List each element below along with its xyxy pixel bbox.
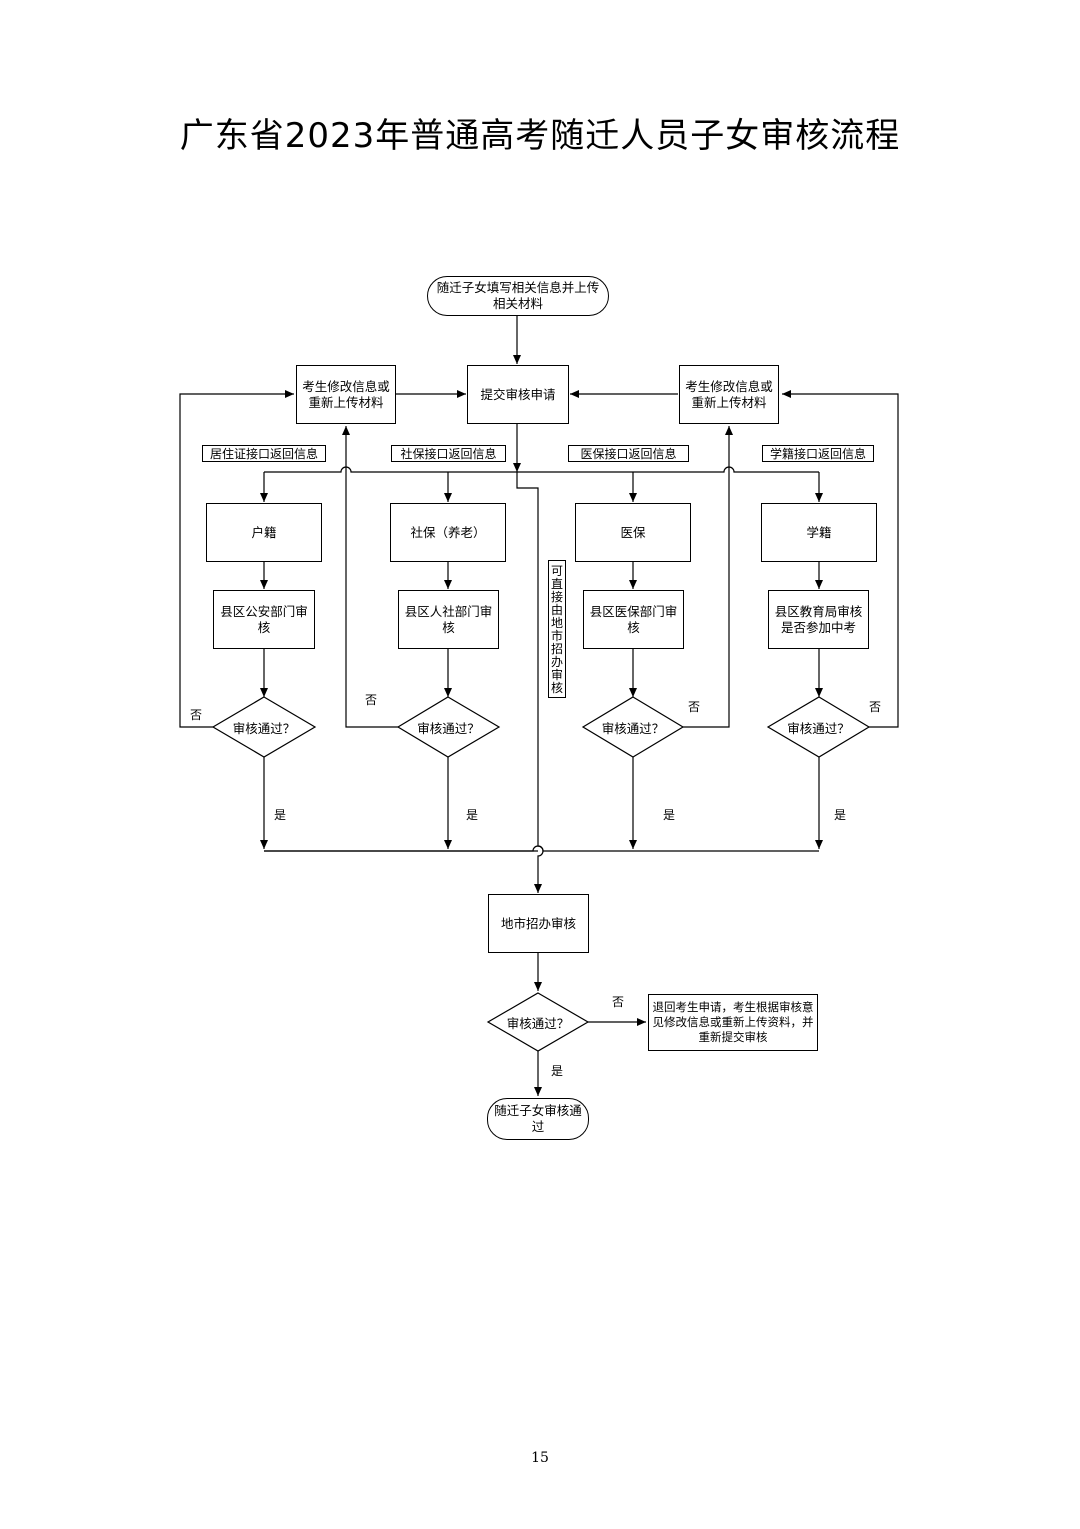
decision-diamond-3 (581, 696, 685, 758)
label-yes-city: 是 (551, 1064, 564, 1078)
decision-diamond-2 (396, 696, 501, 758)
label-no-city: 否 (612, 995, 625, 1009)
decision-text-3: 审核通过？ (601, 720, 665, 736)
loop-no-3 (683, 426, 733, 728)
distribution-bar (264, 466, 819, 473)
decision-text-2: 审核通过？ (417, 720, 480, 736)
decision-diamond-city (486, 992, 590, 1052)
decision-text-city: 审核通过？ (506, 1015, 570, 1031)
page-number: 15 (531, 1450, 549, 1466)
loop-no-4 (782, 390, 899, 728)
modify-info-box-left: 考生修改信息或 重新上传材料 (296, 365, 396, 424)
category-huji-box: 户籍 (206, 503, 322, 562)
tag-school-interface: 学籍接口返回信息 (762, 445, 874, 462)
connector-direct-city (516, 472, 544, 893)
submit-application-box: 提交审核申请 (467, 365, 569, 424)
category-yibao-box: 医保 (575, 503, 691, 562)
modify-info-box-right: 考生修改信息或 重新上传材料 (679, 365, 779, 424)
label-no-3: 否 (688, 700, 701, 714)
label-no-2: 否 (365, 693, 378, 707)
loop-no-1 (179, 390, 294, 728)
city-review-box: 地市招办审核 (488, 894, 589, 953)
loop-no-2 (342, 426, 398, 728)
start-node: 随迁子女填写相关信息并上传 相关材料 (427, 276, 609, 316)
review-edu-box: 县区教育局审核 是否参加中考 (768, 590, 869, 649)
review-hr-box: 县区人社部门审 核 (398, 590, 499, 649)
decision-diamond-1 (211, 696, 317, 758)
end-node: 随迁子女审核通 过 (487, 1098, 589, 1140)
direct-city-review-note: 可直接由地市招办审核 (548, 560, 566, 698)
tag-medical-interface: 医保接口返回信息 (568, 445, 689, 462)
label-yes-1: 是 (274, 808, 287, 822)
label-no-4: 否 (869, 700, 882, 714)
category-xueji-box: 学籍 (761, 503, 877, 562)
tag-social-interface: 社保接口返回信息 (391, 445, 506, 462)
label-yes-4: 是 (834, 808, 847, 822)
review-police-box: 县区公安部门审 核 (213, 590, 315, 649)
decision-text-4: 审核通过？ (787, 720, 850, 736)
return-application-box: 退回考生申请，考生根据审核意 见修改信息或重新上传资料，并 重新提交审核 (648, 994, 818, 1051)
tag-residence-interface: 居住证接口返回信息 (202, 445, 326, 462)
page-title: 广东省2023年普通高考随迁人员子女审核流程 (179, 116, 901, 156)
decision-text-1: 审核通过？ (232, 720, 296, 736)
review-medical-box: 县区医保部门审 核 (583, 590, 684, 649)
decision-diamond-4 (766, 696, 871, 758)
label-yes-3: 是 (663, 808, 676, 822)
category-shebao-box: 社保（养老） (390, 503, 506, 562)
label-yes-2: 是 (466, 808, 479, 822)
label-no-1: 否 (190, 708, 203, 722)
collector-bar (264, 845, 819, 852)
